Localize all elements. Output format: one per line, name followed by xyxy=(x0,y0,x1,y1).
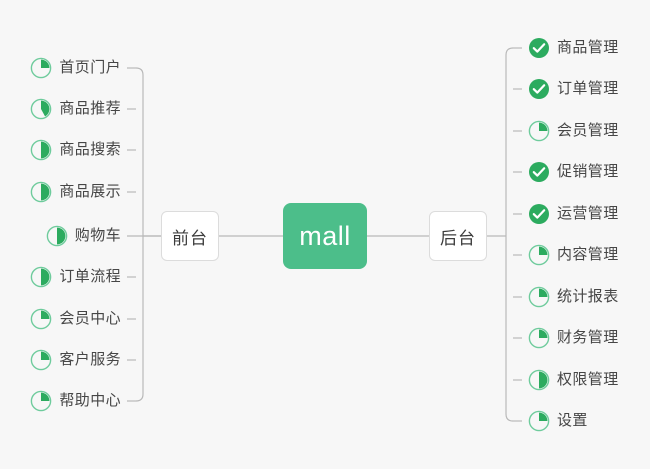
pie-icon xyxy=(31,57,52,79)
leaf-node[interactable]: 商品管理 xyxy=(528,34,619,62)
leaf-label: 统计报表 xyxy=(557,288,619,305)
leaf-node[interactable]: 帮助中心 xyxy=(0,387,121,415)
pie-icon xyxy=(31,98,52,120)
check-icon xyxy=(529,162,549,182)
pie-icon xyxy=(31,266,52,288)
leaf-node[interactable]: 促销管理 xyxy=(528,158,619,186)
pie-icon xyxy=(528,120,550,142)
leaf-label: 商品管理 xyxy=(557,39,619,56)
connector-line xyxy=(505,47,514,422)
leaf-node[interactable]: 财务管理 xyxy=(528,324,619,352)
leaf-label: 购物车 xyxy=(74,227,121,244)
pie-icon xyxy=(31,308,52,330)
pie-icon xyxy=(528,286,550,308)
check-icon xyxy=(529,79,549,99)
leaf-label: 运营管理 xyxy=(557,205,619,222)
pie-icon xyxy=(31,390,52,412)
leaf-label: 会员管理 xyxy=(557,122,619,139)
leaf-label: 帮助中心 xyxy=(59,392,121,409)
connector-line xyxy=(135,67,144,402)
leaf-label: 商品展示 xyxy=(59,183,121,200)
leaf-node[interactable]: 权限管理 xyxy=(528,366,619,394)
pie-icon xyxy=(528,369,550,391)
branch-node-frontend-label: 前台 xyxy=(172,228,208,248)
leaf-node[interactable]: 客户服务 xyxy=(0,346,121,374)
pie-icon xyxy=(31,181,52,203)
leaf-node[interactable]: 内容管理 xyxy=(528,241,619,269)
leaf-node[interactable]: 会员中心 xyxy=(0,305,121,333)
leaf-node[interactable]: 商品搜索 xyxy=(0,136,121,164)
leaf-node[interactable]: 首页门户 xyxy=(0,54,121,82)
leaf-label: 促销管理 xyxy=(557,163,619,180)
root-node-mall[interactable]: mall xyxy=(283,203,367,269)
leaf-label: 会员中心 xyxy=(59,310,121,327)
leaf-label: 权限管理 xyxy=(557,371,619,388)
leaf-node[interactable]: 会员管理 xyxy=(528,117,619,145)
branch-node-frontend[interactable]: 前台 xyxy=(161,211,219,261)
leaf-label: 内容管理 xyxy=(557,246,619,263)
pie-icon xyxy=(31,139,52,161)
leaf-node[interactable]: 订单管理 xyxy=(528,75,619,103)
check-icon xyxy=(529,204,549,224)
pie-icon xyxy=(528,244,550,266)
leaf-label: 财务管理 xyxy=(557,329,619,346)
leaf-node[interactable]: 运营管理 xyxy=(528,200,619,228)
leaf-node[interactable]: 商品展示 xyxy=(0,178,121,206)
root-node-mall-label: mall xyxy=(299,220,351,251)
leaf-label: 设置 xyxy=(557,412,588,429)
leaf-node[interactable]: 统计报表 xyxy=(528,283,619,311)
leaf-label: 首页门户 xyxy=(59,59,121,76)
leaf-node[interactable]: 订单流程 xyxy=(0,263,121,291)
leaf-label: 订单流程 xyxy=(59,268,121,285)
leaf-label: 客户服务 xyxy=(59,351,121,368)
leaf-label: 订单管理 xyxy=(557,80,619,97)
leaf-label: 商品搜索 xyxy=(59,141,121,158)
leaf-node[interactable]: 购物车 xyxy=(0,222,121,250)
check-icon xyxy=(529,38,549,58)
pie-icon xyxy=(31,349,52,371)
pie-icon xyxy=(528,410,550,432)
leaf-label: 商品推荐 xyxy=(59,100,121,117)
branch-node-backend-label: 后台 xyxy=(440,228,476,248)
pie-icon xyxy=(528,327,550,349)
branch-node-backend[interactable]: 后台 xyxy=(429,211,487,261)
leaf-node[interactable]: 设置 xyxy=(528,407,588,435)
pie-icon xyxy=(46,225,68,247)
leaf-node[interactable]: 商品推荐 xyxy=(0,95,121,123)
